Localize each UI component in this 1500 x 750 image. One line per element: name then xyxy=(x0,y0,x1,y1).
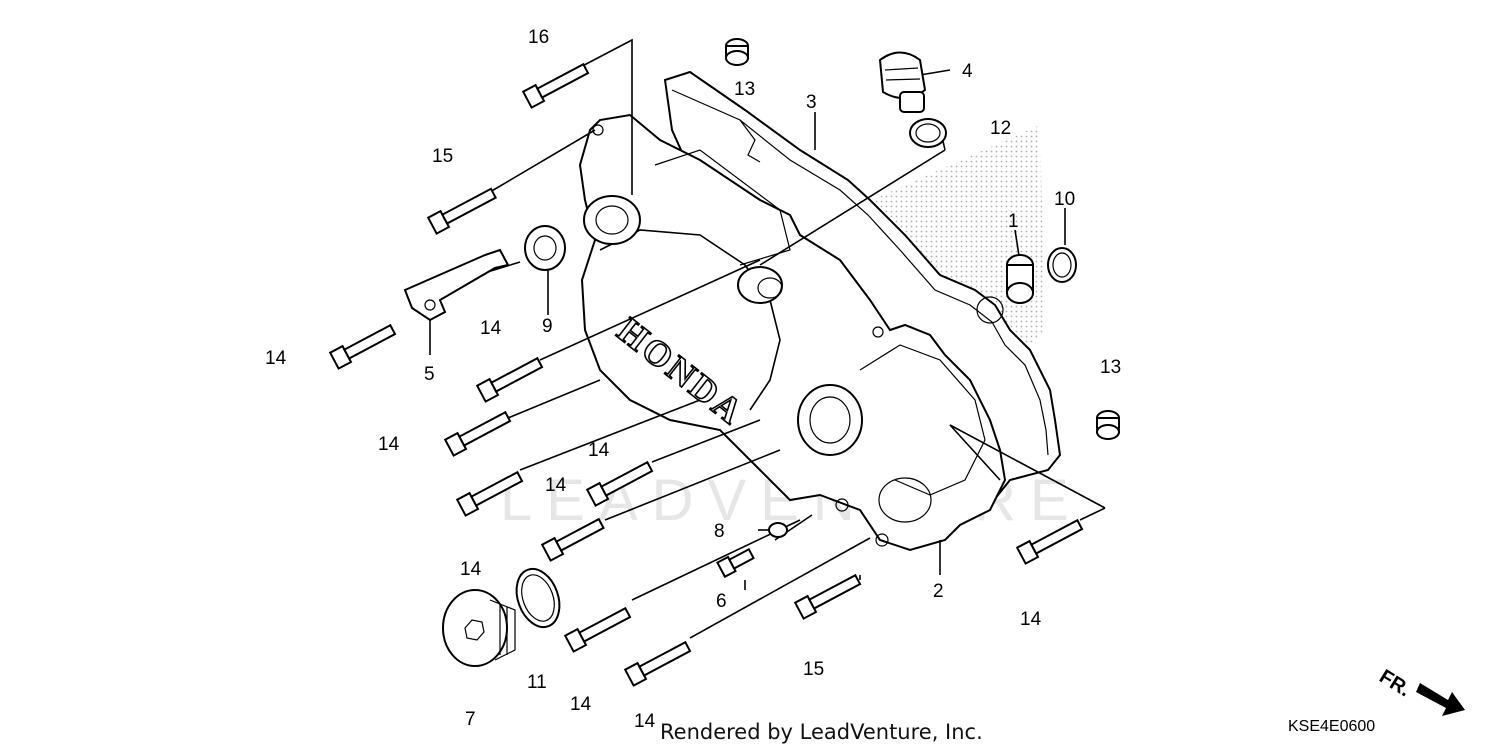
collar-1 xyxy=(1006,254,1034,304)
callout-13-top: 13 xyxy=(734,79,755,100)
bolt-16 xyxy=(521,62,590,109)
bolt-14-left xyxy=(328,323,397,370)
gasket-inner-edge xyxy=(671,89,1049,456)
o-ring-10-inner xyxy=(1052,252,1072,278)
bolt-6 xyxy=(716,547,755,579)
callout-14-lower: 14 xyxy=(545,475,567,496)
cover-pump-bore xyxy=(878,477,932,523)
cover-pump-housing xyxy=(859,344,986,496)
callout-10: 10 xyxy=(1054,189,1075,210)
washer-8 xyxy=(768,522,788,538)
o-ring-11-inner xyxy=(521,574,555,622)
gasket-dowel-hole xyxy=(976,296,1004,324)
callout-13-right: 13 xyxy=(1100,357,1121,378)
callout-15-lower: 15 xyxy=(803,659,824,680)
cover-bolt-hole-4 xyxy=(872,326,884,338)
dowel-pin-13-top xyxy=(725,38,749,66)
bolt-15-upper xyxy=(426,187,498,235)
o-ring-12-inner xyxy=(915,123,941,143)
callout-14-right: 14 xyxy=(1020,609,1042,630)
callout-14-bottom-left: 14 xyxy=(460,559,482,580)
callout-9: 9 xyxy=(542,316,553,337)
callout-14-center: 14 xyxy=(588,440,610,461)
callout-3: 3 xyxy=(806,92,817,113)
callout-14-left: 14 xyxy=(265,348,287,369)
callout-15-upper: 15 xyxy=(432,146,453,167)
front-label: FR. xyxy=(1375,666,1414,702)
bolt-14-bottom-right xyxy=(623,640,692,687)
o-ring-11 xyxy=(515,567,561,629)
front-arrow-icon xyxy=(1416,683,1465,716)
bolt-15-lower xyxy=(793,573,862,620)
callout-14-mid: 14 xyxy=(480,318,502,339)
oil-seal-9-inner xyxy=(533,235,557,261)
cover-filler-hole xyxy=(757,277,783,299)
callout-8: 8 xyxy=(714,521,725,542)
cover-bolt-hole-1 xyxy=(875,533,889,547)
callout-14-bottom-right: 14 xyxy=(634,711,656,732)
callout-4: 4 xyxy=(962,61,973,82)
o-ring-12 xyxy=(909,118,947,148)
bolt-14-right xyxy=(1015,518,1084,565)
callout-16: 16 xyxy=(528,27,549,48)
diagram-code: KSE4E0600 xyxy=(1288,718,1375,735)
callout-14-lower-left: 14 xyxy=(378,434,400,455)
front-direction-indicator: FR. xyxy=(1375,666,1465,716)
callout-11: 11 xyxy=(527,672,547,693)
callout-2: 2 xyxy=(933,581,944,602)
clip-5 xyxy=(403,248,510,322)
cover-rib xyxy=(654,149,791,266)
cover-bolt-hole-2 xyxy=(835,498,849,512)
oil-filler-cap-4 xyxy=(878,51,927,113)
bolt-14-bottom xyxy=(563,606,632,653)
crankcase-cover-part-2 xyxy=(578,113,1007,552)
cover-left-boss xyxy=(583,195,641,245)
callout-labels: 16 13 4 3 12 15 10 1 9 14 14 5 13 14 14 … xyxy=(265,27,1121,732)
callout-12: 12 xyxy=(990,118,1011,139)
callout-7: 7 xyxy=(465,709,476,730)
cover-left-bore xyxy=(595,205,629,235)
callout-5: 5 xyxy=(424,364,435,385)
gasket-tab xyxy=(739,119,761,163)
plug-7 xyxy=(442,589,516,667)
callout-14-bottom: 14 xyxy=(570,694,592,715)
oil-seal-9 xyxy=(524,225,566,271)
render-credit: Rendered by LeadVenture, Inc. xyxy=(660,720,983,744)
bolt-14-lower-left xyxy=(443,410,512,457)
callout-6: 6 xyxy=(716,591,727,612)
cover-right-bore xyxy=(797,384,863,456)
cover-bolt-hole-3 xyxy=(592,124,604,136)
bolt-14-center xyxy=(585,460,654,507)
dowel-pin-13-right xyxy=(1096,410,1120,440)
bolt-14-mid xyxy=(475,356,544,403)
callout-1: 1 xyxy=(1008,211,1019,232)
bolt-14-bottom-mid xyxy=(540,517,605,562)
cover-right-bore-inner xyxy=(809,396,851,444)
clip-5-hole xyxy=(424,299,436,311)
bolt-14-lower xyxy=(455,470,524,517)
